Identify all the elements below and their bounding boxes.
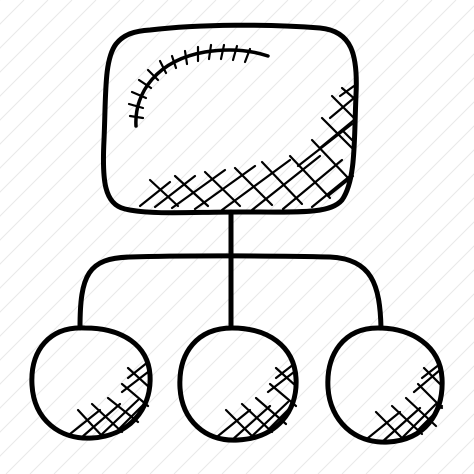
parent-shading xyxy=(138,84,358,212)
branch-line xyxy=(77,253,384,331)
child-node-left xyxy=(29,325,153,441)
child-node-middle xyxy=(177,325,299,443)
child-node-right xyxy=(325,325,445,445)
parent-node-outline xyxy=(100,22,359,216)
child-node-middle-outline xyxy=(177,325,299,443)
parent-node xyxy=(100,22,359,216)
child-node-right-shading xyxy=(366,362,444,444)
connector-lines xyxy=(77,209,384,331)
child-node-right-outline xyxy=(325,325,445,445)
child-node-left-shading xyxy=(68,360,152,439)
child-node-middle-shading xyxy=(216,362,298,442)
child-node-left-outline xyxy=(29,325,153,441)
parent-highlight-ticks xyxy=(127,43,252,120)
